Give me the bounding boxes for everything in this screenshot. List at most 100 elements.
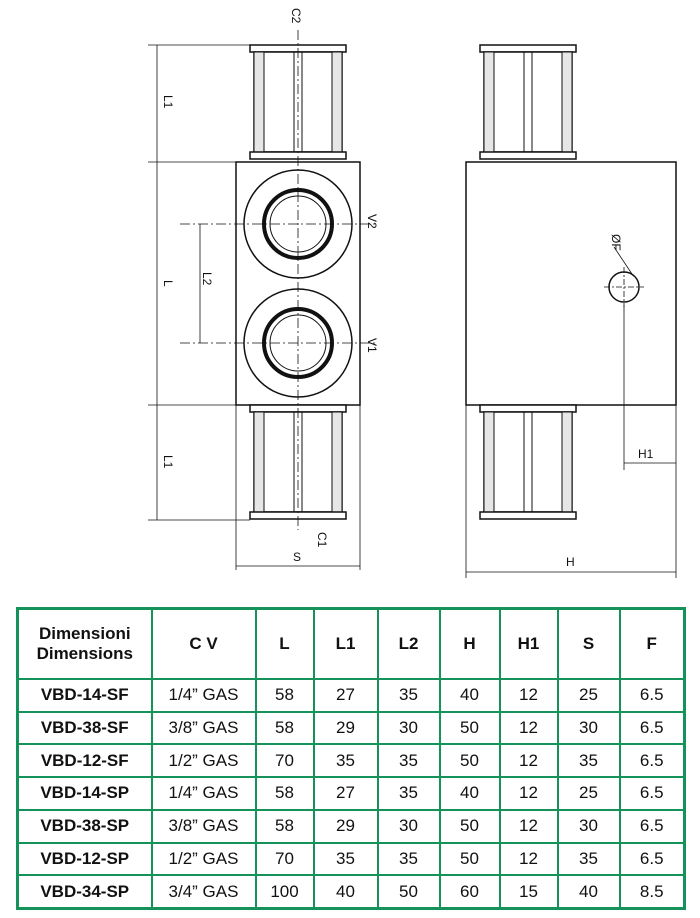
table-cell: 6.5 xyxy=(618,841,686,877)
table-cell: 25 xyxy=(556,776,621,811)
model-code-cell: VBD-12-SF xyxy=(16,743,153,779)
label-l2: L2 xyxy=(200,272,214,286)
label-v2: V2 xyxy=(365,214,379,229)
dimension-lines-right xyxy=(465,305,677,578)
label-f: ØF xyxy=(609,234,623,251)
table-cell: 29 xyxy=(312,808,379,844)
table-cell: 35 xyxy=(376,678,441,713)
table-cell: 6.5 xyxy=(618,678,686,713)
table-cell: 35 xyxy=(376,743,441,779)
table-cell: 29 xyxy=(312,710,379,746)
header-l1: L1 xyxy=(312,607,379,680)
technical-drawing: C2 C1 V2 V1 L1 L L2 L1 S H H1 ØF xyxy=(148,8,677,578)
table-cell: 58 xyxy=(254,710,315,746)
table-cell: 60 xyxy=(438,874,501,910)
model-code-cell: VBD-38-SP xyxy=(16,808,153,844)
table-cell: 35 xyxy=(312,841,379,877)
table-cell: 12 xyxy=(498,743,559,779)
table-cell: 1/4” GAS xyxy=(150,776,257,811)
model-code-cell: VBD-12-SP xyxy=(16,841,153,877)
table-cell: 50 xyxy=(438,808,501,844)
table-cell: 6.5 xyxy=(618,808,686,844)
table-cell: 12 xyxy=(498,808,559,844)
label-c1: C1 xyxy=(315,532,329,548)
table-cell: 58 xyxy=(254,678,315,713)
table-cell: 40 xyxy=(556,874,621,910)
table-cell: 50 xyxy=(438,743,501,779)
table-cell: 12 xyxy=(498,678,559,713)
table-cell: 35 xyxy=(556,743,621,779)
model-code-cell: VBD-34-SP xyxy=(16,874,153,910)
label-c2: C2 xyxy=(289,8,303,24)
table-cell: 35 xyxy=(376,776,441,811)
table-cell: 40 xyxy=(438,678,501,713)
mounting-hole xyxy=(604,246,644,307)
label-s: S xyxy=(293,550,301,564)
table-cell: 12 xyxy=(498,710,559,746)
table-cell: 25 xyxy=(556,678,621,713)
right-valve-body xyxy=(465,161,677,406)
table-cell: 3/4” GAS xyxy=(150,874,257,910)
table-cell: 70 xyxy=(254,841,315,877)
table-cell: 30 xyxy=(556,808,621,844)
model-code-cell: VBD-14-SF xyxy=(16,678,153,713)
table-cell: 50 xyxy=(438,841,501,877)
label-v1: V1 xyxy=(365,338,379,353)
table-cell: 70 xyxy=(254,743,315,779)
table-cell: 58 xyxy=(254,776,315,811)
table-cell: 35 xyxy=(556,841,621,877)
table-cell: 50 xyxy=(438,710,501,746)
table-cell: 1/2” GAS xyxy=(150,743,257,779)
header-h1: H1 xyxy=(498,607,559,680)
table-cell: 3/8” GAS xyxy=(150,710,257,746)
table-cell: 3/8” GAS xyxy=(150,808,257,844)
model-code-cell: VBD-14-SP xyxy=(16,776,153,811)
table-cell: 30 xyxy=(376,808,441,844)
table-cell: 40 xyxy=(438,776,501,811)
table-cell: 1/2” GAS xyxy=(150,841,257,877)
table-cell: 30 xyxy=(556,710,621,746)
table-cell: 6.5 xyxy=(618,743,686,779)
table-cell: 12 xyxy=(498,776,559,811)
header-h: H xyxy=(438,607,501,680)
header-l2: L2 xyxy=(376,607,441,680)
right-bottom-fitting xyxy=(479,404,577,520)
label-l1-top: L1 xyxy=(161,95,175,109)
table-cell: 27 xyxy=(312,776,379,811)
table-cell: 6.5 xyxy=(618,776,686,811)
table-cell: 35 xyxy=(312,743,379,779)
table-cell: 50 xyxy=(376,874,441,910)
table-cell: 100 xyxy=(254,874,315,910)
table-cell: 35 xyxy=(376,841,441,877)
table-cell: 6.5 xyxy=(618,710,686,746)
table-cell: 30 xyxy=(376,710,441,746)
table-cell: 58 xyxy=(254,808,315,844)
right-top-fitting xyxy=(479,44,577,160)
label-l1-bottom: L1 xyxy=(161,455,175,469)
table-cell: 40 xyxy=(312,874,379,910)
center-lines xyxy=(180,30,375,530)
table-cell: 1/4” GAS xyxy=(150,678,257,713)
header-cv: C V xyxy=(150,607,257,680)
label-h1: H1 xyxy=(638,447,654,461)
table-cell: 12 xyxy=(498,841,559,877)
header-l: L xyxy=(254,607,315,680)
dimension-lines-left xyxy=(148,44,361,570)
header-s: S xyxy=(556,607,621,680)
model-code-cell: VBD-38-SF xyxy=(16,710,153,746)
label-l: L xyxy=(161,280,175,287)
table-cell: 27 xyxy=(312,678,379,713)
table-cell: 8.5 xyxy=(618,874,686,910)
label-h: H xyxy=(566,555,575,569)
